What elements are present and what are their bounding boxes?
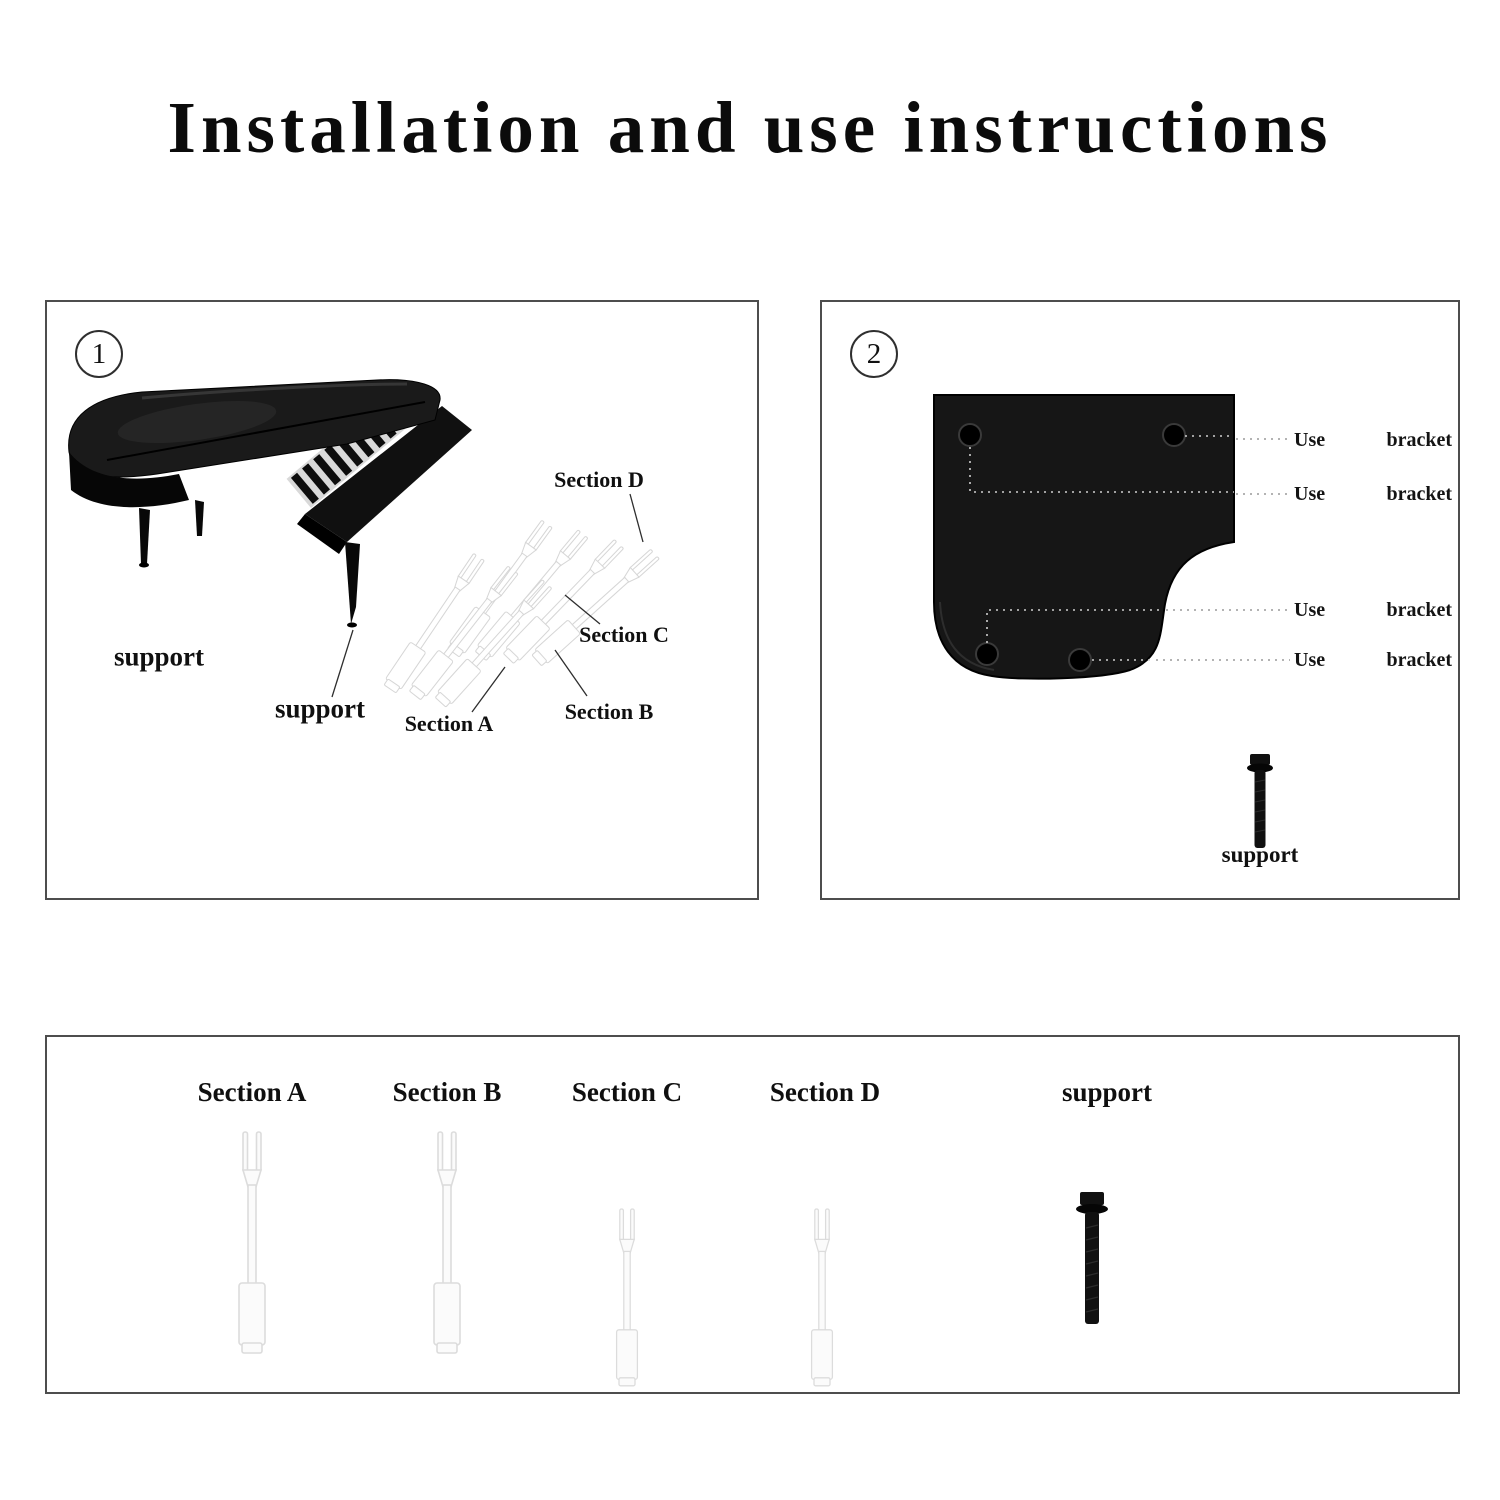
label-support-right: support xyxy=(274,693,366,724)
support-screw xyxy=(1247,754,1273,848)
dotted-connectors xyxy=(969,435,1290,661)
part-support-screw xyxy=(1076,1192,1108,1324)
step-2-panel: 2 Use bracket Use bracket Use bracket Us… xyxy=(820,300,1460,900)
bracket-label-3: bracket xyxy=(1386,598,1452,621)
step-2-number-text: 2 xyxy=(866,337,882,370)
bracket-label-2: bracket xyxy=(1386,482,1452,505)
step-2-number: 2 xyxy=(850,330,898,378)
part-label-section-c: Section C xyxy=(571,1077,683,1107)
use-label-4: Use xyxy=(1294,648,1326,671)
part-label-support: support xyxy=(1061,1077,1153,1107)
label-section-b: Section B xyxy=(564,699,654,724)
use-bracket-row-1: Use bracket xyxy=(1294,428,1452,452)
part-fork-a xyxy=(238,1131,266,1354)
part-label-section-b: Section B xyxy=(392,1077,502,1107)
label-section-d: Section D xyxy=(554,467,644,492)
step-1-number: 1 xyxy=(75,330,123,378)
page-title: Installation and use instructions xyxy=(167,87,1333,168)
label-support-left: support xyxy=(113,641,205,672)
part-label-section-d: Section D xyxy=(769,1077,881,1107)
leader-lines xyxy=(331,493,644,713)
step-1-number-text: 1 xyxy=(91,337,107,370)
parts-panel: Section A Section B Section C Section D … xyxy=(45,1035,1460,1394)
use-bracket-row-2: Use bracket xyxy=(1294,482,1452,506)
bracket-label-1: bracket xyxy=(1386,428,1452,451)
toy-piano xyxy=(68,379,472,628)
piano-assembly-illustration xyxy=(68,379,662,713)
use-label-2: Use xyxy=(1294,482,1326,505)
mounting-holes xyxy=(958,423,1186,672)
step-1-panel: 1 Section D Section C Section B Section … xyxy=(45,300,759,900)
label-support-screw: support xyxy=(1221,842,1299,867)
underside-plate xyxy=(933,394,1235,680)
part-fork-c xyxy=(615,1208,639,1387)
use-label-3: Use xyxy=(1294,598,1326,621)
part-fork-d xyxy=(810,1208,834,1387)
bracket-label-4: bracket xyxy=(1386,648,1452,671)
fork-fan xyxy=(381,517,662,710)
label-section-a: Section A xyxy=(404,711,494,736)
part-label-section-a: Section A xyxy=(197,1077,307,1107)
use-bracket-row-3: Use bracket xyxy=(1294,598,1452,622)
use-label-1: Use xyxy=(1294,428,1326,451)
part-fork-b xyxy=(433,1131,461,1354)
use-bracket-row-4: Use bracket xyxy=(1294,648,1452,672)
label-section-c: Section C xyxy=(579,622,669,647)
